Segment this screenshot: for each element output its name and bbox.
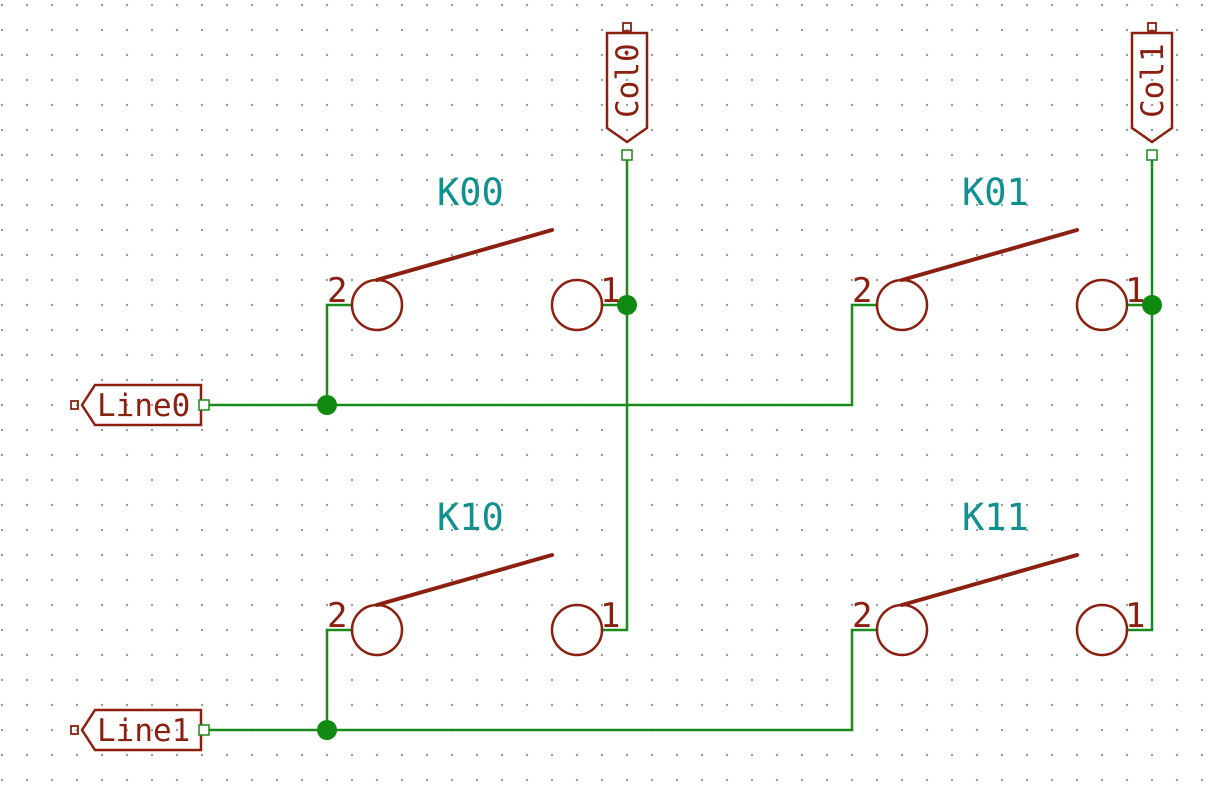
label-pin-marker bbox=[70, 725, 79, 735]
switch-k10[interactable]: K10 2 1 bbox=[327, 496, 620, 657]
wire-end-marker bbox=[198, 724, 210, 736]
switch-lever bbox=[375, 553, 554, 607]
wire-k10-pin2 bbox=[325, 628, 354, 732]
junction-dot bbox=[317, 395, 337, 415]
switch-contact-circle bbox=[1075, 278, 1129, 332]
switch-reference: K00 bbox=[437, 171, 504, 214]
wire-end-marker bbox=[621, 149, 633, 161]
wire-end-marker bbox=[198, 399, 210, 411]
pin-number: 1 bbox=[600, 596, 620, 636]
wire-k00-pin2 bbox=[325, 303, 354, 407]
wire-end-marker bbox=[1146, 149, 1158, 161]
hier-label-col0[interactable]: Col0 bbox=[605, 22, 649, 161]
wire-line1 bbox=[203, 628, 879, 732]
pin-number: 1 bbox=[1125, 271, 1145, 311]
switch-contact-circle bbox=[1075, 603, 1129, 657]
hier-label-line0[interactable]: Line0 bbox=[70, 383, 210, 427]
wire-col1 bbox=[1125, 153, 1154, 632]
label-text: Col0 bbox=[610, 43, 646, 118]
label-pin-marker bbox=[1147, 22, 1157, 32]
pin-number: 2 bbox=[327, 596, 347, 636]
label-text: Line1 bbox=[97, 713, 190, 749]
wires bbox=[203, 153, 1154, 732]
switch-reference: K11 bbox=[962, 496, 1029, 539]
hier-label-col1[interactable]: Col1 bbox=[1130, 22, 1174, 161]
switch-lever bbox=[900, 228, 1079, 282]
pin-number: 2 bbox=[852, 271, 872, 311]
label-text: Col1 bbox=[1135, 43, 1171, 118]
hier-label-line1[interactable]: Line1 bbox=[70, 708, 210, 752]
wire-col0 bbox=[600, 153, 629, 632]
label-text: Line0 bbox=[97, 388, 190, 424]
label-pin-marker bbox=[622, 22, 632, 32]
switch-k01[interactable]: K01 2 1 bbox=[852, 171, 1145, 332]
pin-number: 1 bbox=[600, 271, 620, 311]
junctions bbox=[317, 295, 1162, 740]
pin-number: 2 bbox=[327, 271, 347, 311]
switch-reference: K01 bbox=[962, 171, 1029, 214]
pin-number: 2 bbox=[852, 596, 872, 636]
switch-contact-circle bbox=[550, 603, 604, 657]
junction-dot bbox=[317, 720, 337, 740]
switch-contact-circle bbox=[550, 278, 604, 332]
junction-dot bbox=[617, 295, 637, 315]
pin-number: 1 bbox=[1125, 596, 1145, 636]
label-pin-marker bbox=[70, 400, 79, 410]
label-outline bbox=[605, 31, 649, 144]
switch-lever bbox=[375, 228, 554, 282]
switch-reference: K10 bbox=[437, 496, 504, 539]
label-outline bbox=[1130, 31, 1174, 144]
junction-dot bbox=[1142, 295, 1162, 315]
switch-lever bbox=[900, 553, 1079, 607]
switch-k11[interactable]: K11 2 1 bbox=[852, 496, 1145, 657]
wire-line0 bbox=[203, 303, 879, 407]
switch-k00[interactable]: K00 2 1 bbox=[327, 171, 620, 332]
